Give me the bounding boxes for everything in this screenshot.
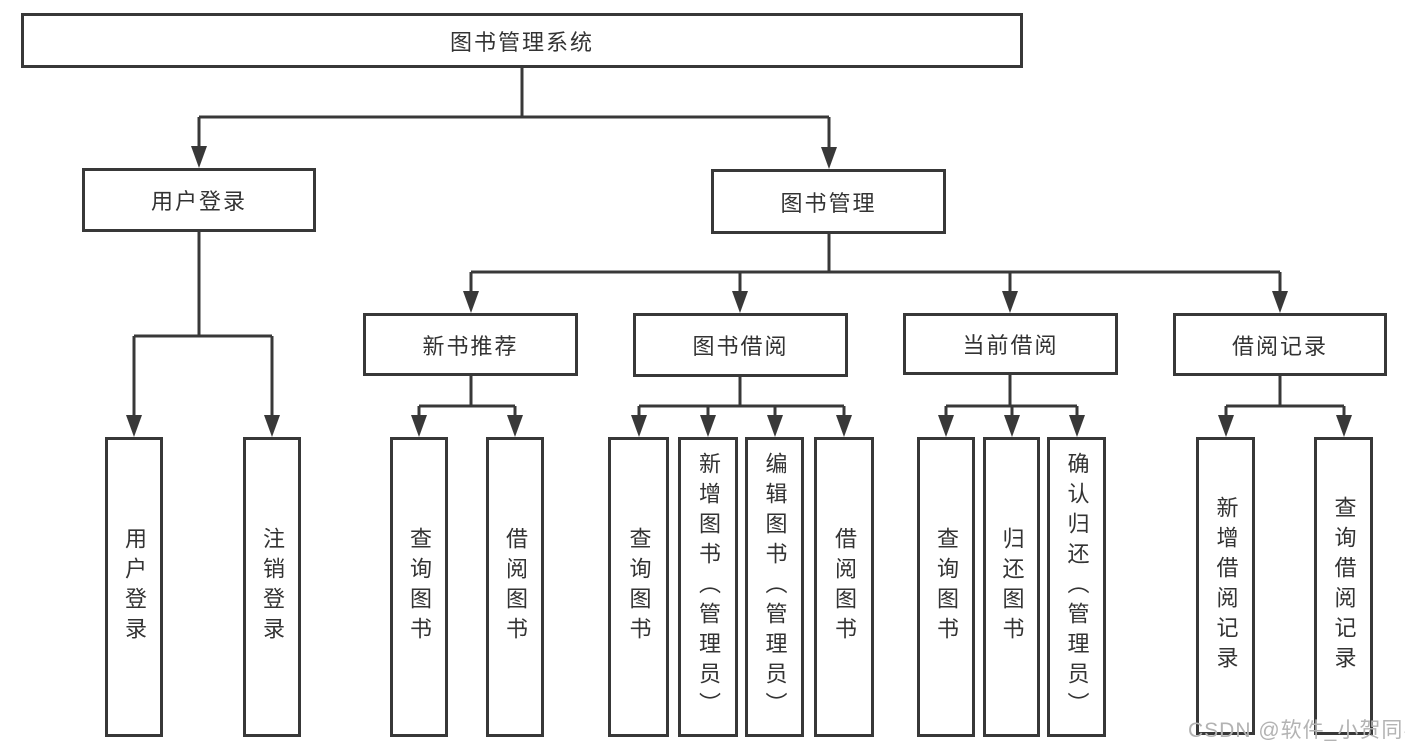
connector-user-login-to-leaves [126, 232, 280, 437]
leaf-rec-borrow-books: 借阅图书 [486, 437, 544, 737]
connector-book-mgmt-to-level3 [463, 234, 1288, 313]
leaf-cb-query-books: 查询图书 [917, 437, 975, 737]
connector-current-borrow-to-leaves [938, 375, 1085, 437]
node-root: 图书管理系统 [21, 13, 1023, 68]
node-book-borrow: 图书借阅 [633, 313, 848, 377]
connector-new-rec-to-leaves [411, 376, 523, 437]
connector-book-borrow-to-leaves [631, 377, 852, 437]
leaf-cb-return-books: 归还图书 [983, 437, 1040, 737]
watermark: CSDN @软件_小贺同学 [1188, 719, 1405, 742]
leaf-cb-confirm-return-admin: 确认归还（管理员） [1047, 437, 1106, 737]
node-current-borrow: 当前借阅 [903, 313, 1118, 375]
leaf-br-query-record: 查询借阅记录 [1314, 437, 1373, 735]
leaf-bb-borrow-books: 借阅图书 [814, 437, 874, 737]
leaf-bb-query-books: 查询图书 [608, 437, 669, 737]
leaf-user-login: 用户登录 [105, 437, 163, 737]
leaf-br-add-record: 新增借阅记录 [1196, 437, 1255, 735]
node-book-management: 图书管理 [711, 169, 946, 234]
leaf-bb-edit-books-admin: 编辑图书（管理员） [745, 437, 804, 737]
connector-root-to-level2 [191, 68, 837, 169]
leaf-bb-add-books-admin: 新增图书（管理员） [678, 437, 738, 737]
leaf-rec-query-books: 查询图书 [390, 437, 448, 737]
node-user-login: 用户登录 [82, 168, 316, 232]
node-borrow-records: 借阅记录 [1173, 313, 1387, 376]
leaf-logout: 注销登录 [243, 437, 301, 737]
connector-borrow-records-to-leaves [1218, 376, 1352, 437]
node-new-book-recommend: 新书推荐 [363, 313, 578, 376]
